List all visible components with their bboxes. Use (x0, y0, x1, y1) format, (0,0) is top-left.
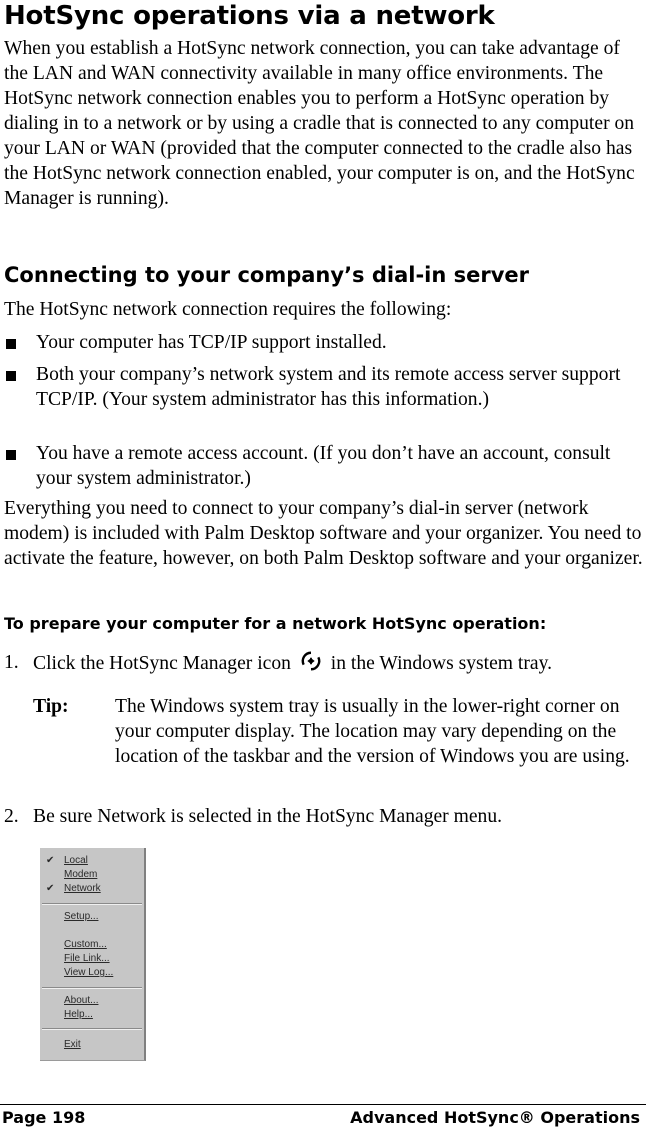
tip-note: Tip: The Windows system tray is usually … (33, 696, 630, 767)
hotsync-icon (301, 651, 321, 671)
bullet-square-icon (6, 450, 16, 460)
checkmark-icon: ✔ (46, 883, 55, 894)
requirements-lead: The HotSync network connection requires … (4, 299, 452, 320)
menu-item-setup[interactable]: Setup... (64, 911, 99, 922)
footer-divider (0, 1104, 646, 1105)
menu-item-help[interactable]: Help... (64, 1009, 93, 1020)
menu-separator (42, 903, 142, 905)
menu-item-about[interactable]: About... (64, 995, 99, 1006)
menu-item-custom[interactable]: Custom... (64, 939, 107, 950)
bullet-square-icon (6, 371, 16, 381)
menu-item-file-link[interactable]: File Link... (64, 953, 110, 964)
menu-item-view-log[interactable]: View Log... (64, 967, 114, 978)
body-paragraph: Everything you need to connect to your c… (4, 498, 643, 569)
procedure-step-1: 1. Click the HotSync Manager icon in the… (4, 651, 553, 674)
procedure-step-2: 2. Be sure Network is selected in the Ho… (4, 806, 503, 827)
menu-item-exit[interactable]: Exit (64, 1039, 81, 1050)
procedure-heading: To prepare your computer for a network H… (4, 614, 547, 633)
page-title: HotSync operations via a network (4, 1, 495, 31)
menu-item-modem[interactable]: Modem (64, 869, 98, 880)
requirement-item: Both your company’s network system and i… (4, 362, 644, 412)
requirement-item: Your computer has TCP/IP support install… (4, 330, 644, 355)
bullet-square-icon (6, 339, 16, 349)
menu-item-local[interactable]: ✔ Local (46, 855, 88, 866)
page-number: Page 198 (2, 1108, 86, 1127)
requirement-item: You have a remote access account. (If yo… (4, 441, 644, 491)
checkmark-icon: ✔ (46, 855, 55, 866)
menu-separator (42, 1028, 142, 1030)
menu-separator (42, 987, 142, 989)
intro-paragraph: When you establish a HotSync network con… (4, 38, 635, 209)
hotsync-manager-menu: ✔ Local Modem ✔ Network Setup... Custom.… (40, 848, 146, 1061)
chapter-title: Advanced HotSync® Operations (350, 1108, 640, 1127)
section-heading: Connecting to your company’s dial-in ser… (4, 263, 530, 287)
menu-item-network[interactable]: ✔ Network (46, 883, 101, 894)
